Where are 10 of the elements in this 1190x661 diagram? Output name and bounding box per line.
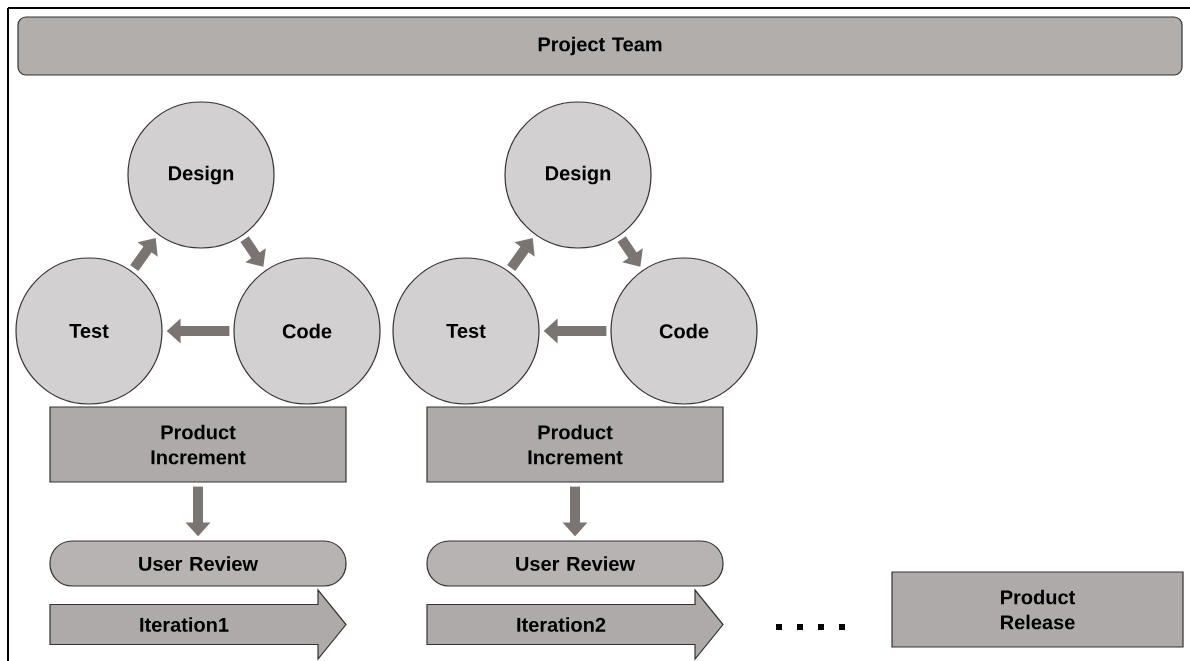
arrow: [617, 236, 643, 267]
band-heading: Project Team: [17, 16, 1183, 76]
release-box: Product Release: [891, 571, 1184, 648]
arrow: [507, 238, 535, 271]
increment-box: Product Increment: [426, 406, 724, 483]
increment-box: Product Increment: [49, 406, 347, 483]
review-box: User Review: [49, 540, 347, 587]
arrow: [130, 238, 158, 271]
arrow: [240, 236, 266, 267]
review-box: User Review: [426, 540, 724, 587]
